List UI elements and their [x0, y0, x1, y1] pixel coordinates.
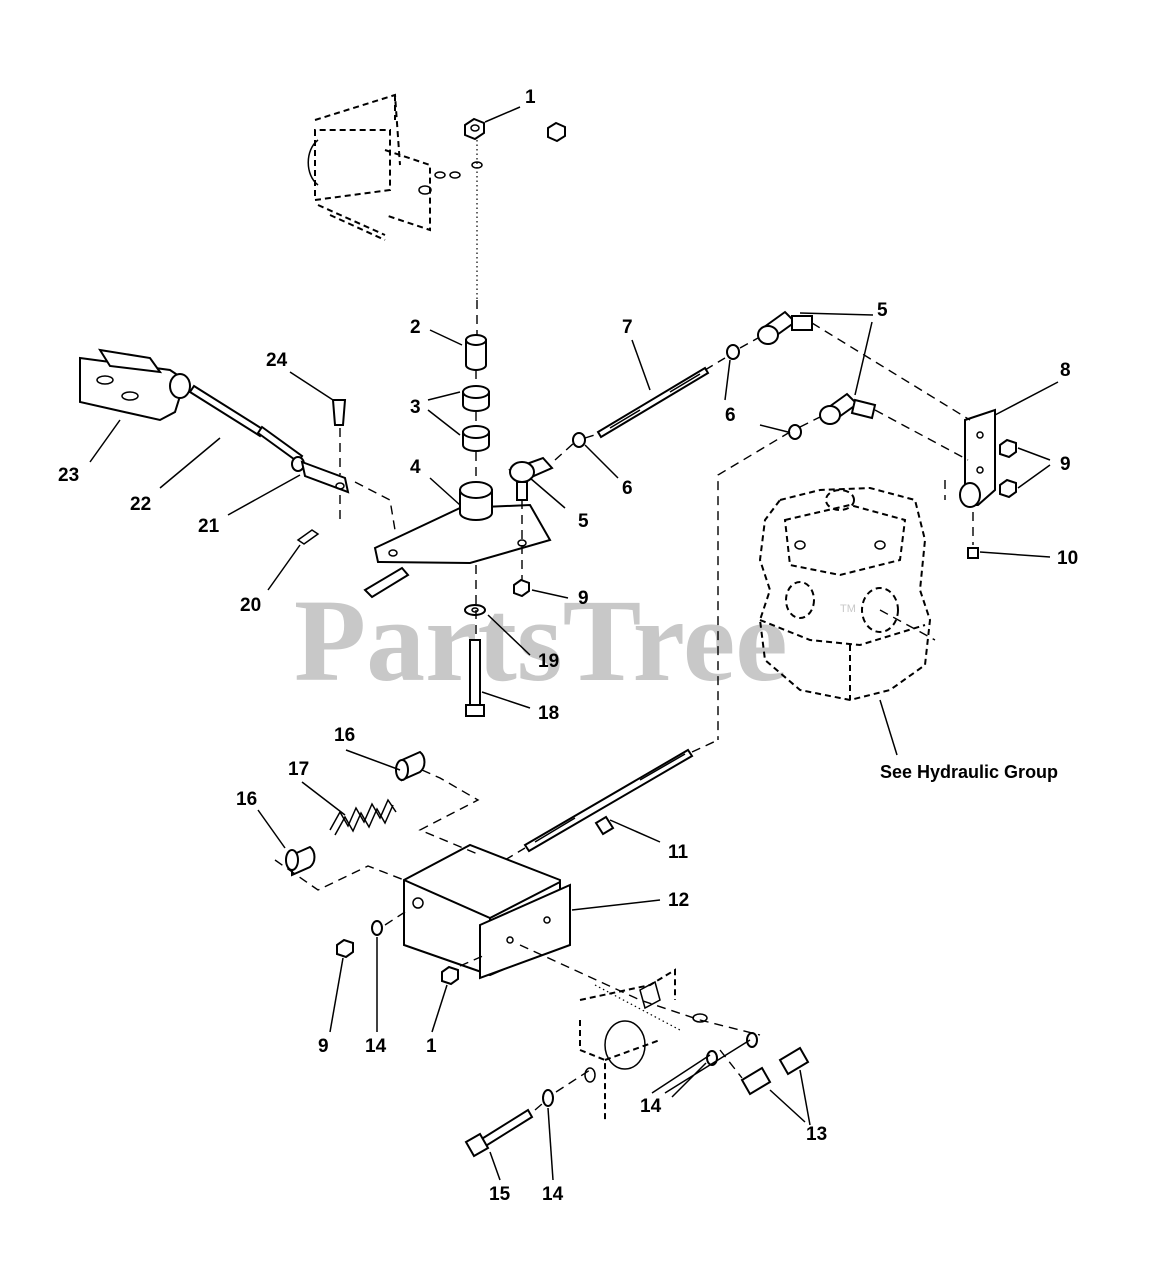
callout-8: 8 [1060, 360, 1071, 381]
part-2-spacer [465, 334, 487, 371]
callout-16-upper: 16 [334, 725, 355, 746]
part-21-clevis [291, 456, 350, 494]
part-17-spring [329, 798, 397, 836]
part-10-set-screw [967, 547, 979, 559]
watermark-trademark: TM [840, 603, 856, 615]
callout-3: 3 [410, 397, 421, 418]
frame-bottom-ghost [579, 968, 708, 1120]
part-20-cotter-pin [296, 529, 320, 545]
callout-11: 11 [668, 842, 689, 863]
part-22-cable [188, 384, 304, 464]
part-8-arm [959, 408, 996, 508]
callout-6-lower: 6 [622, 478, 633, 499]
part-5-ball-joint-lower [508, 456, 554, 501]
callout-10: 10 [1057, 548, 1078, 569]
part-11-threaded-rod [523, 748, 694, 853]
part-9-nuts-right [999, 438, 1017, 499]
part-6-washer-b [726, 344, 740, 360]
part-6-washer-c [788, 424, 802, 440]
callout-14-bolt: 14 [542, 1184, 564, 1205]
callout-5-lower: 5 [578, 511, 589, 532]
hydraulic-pump-ghost [758, 486, 936, 702]
part-24-pin [331, 399, 347, 426]
callout-9-bracket: 9 [578, 588, 589, 609]
callout-19: 19 [538, 651, 559, 672]
part-9-nut-bracket [513, 578, 530, 598]
part-1-nut-top [464, 117, 485, 169]
callout-20: 20 [240, 595, 261, 616]
part-1-nut-lower [441, 965, 459, 986]
callout-14-lower-left: 14 [365, 1036, 387, 1057]
callout-7: 7 [622, 317, 633, 338]
part-13-bolts [740, 1046, 810, 1096]
part-5-ball-joint-upper-b [819, 392, 877, 425]
part-14-washer-bolt [542, 1089, 554, 1107]
part-7-rod [596, 366, 710, 439]
part-15-bolt [464, 1108, 534, 1158]
watermark: PartsTree [294, 575, 788, 706]
leader-lines [89, 106, 1059, 1181]
callout-4: 4 [410, 457, 421, 478]
part-3-bushings [462, 385, 490, 452]
callout-1-top: 1 [525, 87, 536, 108]
see-hydraulic-group-note: See Hydraulic Group [880, 762, 1058, 782]
part-12-box [403, 843, 571, 980]
callout-21: 21 [198, 516, 220, 537]
callout-9-right: 9 [1060, 454, 1071, 475]
callout-1-lower: 1 [426, 1036, 437, 1057]
callout-17: 17 [288, 759, 309, 780]
part-14-washers-right [706, 1032, 758, 1066]
callout-16-lower: 16 [236, 789, 257, 810]
part-19-washer [464, 604, 486, 616]
part-16-spring-cap-upper [395, 750, 426, 782]
part-5-ball-joint-upper-a [757, 310, 813, 345]
callout-22: 22 [130, 494, 151, 515]
callout-5-upper: 5 [877, 300, 888, 321]
part-23-bracket [79, 348, 191, 422]
part-6-washer-a [572, 432, 586, 448]
callout-12: 12 [668, 890, 689, 911]
part-4-bracket [363, 481, 552, 599]
part-14-washer-lower-left [371, 920, 383, 936]
callout-24: 24 [266, 350, 288, 371]
frame-top-ghost [307, 93, 566, 241]
part-9-nut-lower [336, 938, 354, 959]
callout-23: 23 [58, 465, 79, 486]
callout-18: 18 [538, 703, 559, 724]
callout-9-lower: 9 [318, 1036, 329, 1057]
callout-13: 13 [806, 1124, 827, 1145]
callout-2: 2 [410, 317, 421, 338]
part-18-bolt [465, 639, 485, 717]
callout-14-right: 14 [640, 1096, 662, 1117]
part-16-spring-cap-lower [285, 845, 316, 877]
callout-6-upper: 6 [725, 405, 736, 426]
callout-15: 15 [489, 1184, 511, 1205]
